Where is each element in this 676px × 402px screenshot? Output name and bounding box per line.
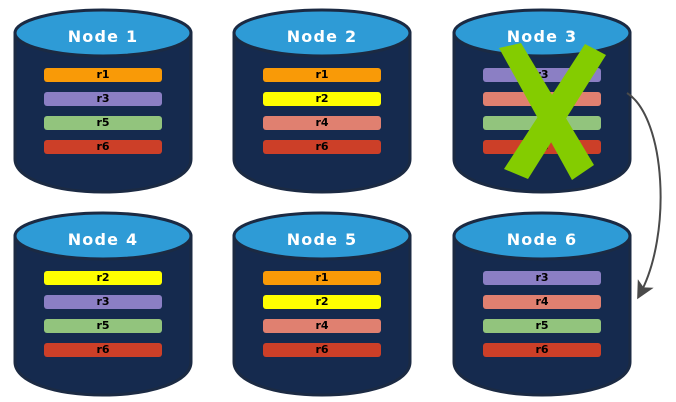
- replica-label: r4: [315, 116, 329, 129]
- cylinder-top-ellipse: [232, 8, 412, 58]
- replica-label: r3: [96, 295, 110, 308]
- replica-label: r4: [535, 92, 549, 105]
- replica-list: r1 r2 r4 r6: [263, 271, 381, 357]
- replica-label: r5: [96, 116, 110, 129]
- replica-label: r5: [535, 116, 549, 129]
- cylinder-top-ellipse: [13, 211, 193, 261]
- replica-label: r6: [315, 343, 329, 356]
- replica-label: r4: [535, 295, 549, 308]
- cylinder-top-ellipse: [13, 8, 193, 58]
- replica-bar-r2[interactable]: r2: [263, 295, 381, 309]
- replica-bar-r5[interactable]: r5: [483, 319, 601, 333]
- cylinder-top-ellipse: [452, 8, 632, 58]
- replica-list: r1 r3 r5 r6: [44, 68, 162, 154]
- replica-label: r6: [96, 140, 110, 153]
- replica-bar-r5[interactable]: r5: [44, 116, 162, 130]
- replica-bar-r6[interactable]: r6: [263, 343, 381, 357]
- replica-bar-r5[interactable]: r5: [44, 319, 162, 333]
- replica-label: r1: [315, 68, 329, 81]
- replica-list: r3 r4 r5 r6: [483, 271, 601, 357]
- replica-bar-r5[interactable]: r5: [483, 116, 601, 130]
- replica-bar-r2[interactable]: r2: [263, 92, 381, 106]
- replica-label: r3: [96, 92, 110, 105]
- replica-label: r6: [535, 140, 549, 153]
- replica-bar-r1[interactable]: r1: [263, 68, 381, 82]
- replica-label: r6: [535, 343, 549, 356]
- cylinder-top-ellipse: [452, 211, 632, 261]
- replica-label: r5: [96, 319, 110, 332]
- replica-label: r1: [96, 68, 110, 81]
- replica-bar-r1[interactable]: r1: [263, 271, 381, 285]
- replica-bar-r6[interactable]: r6: [483, 140, 601, 154]
- replica-list: r2 r3 r5 r6: [44, 271, 162, 357]
- replica-label: r4: [315, 319, 329, 332]
- replica-label: r1: [315, 271, 329, 284]
- replica-bar-r4[interactable]: r4: [483, 295, 601, 309]
- replica-bar-r6[interactable]: r6: [44, 140, 162, 154]
- replica-label: r6: [315, 140, 329, 153]
- replica-label: r3: [535, 271, 549, 284]
- replica-bar-r4[interactable]: r4: [483, 92, 601, 106]
- replica-label: r5: [535, 319, 549, 332]
- replica-label: r2: [96, 271, 110, 284]
- replica-label: r2: [315, 92, 329, 105]
- cylinder-top-ellipse: [232, 211, 412, 261]
- replica-bar-r6[interactable]: r6: [44, 343, 162, 357]
- replica-label: r3: [535, 68, 549, 81]
- replica-bar-r4[interactable]: r4: [263, 319, 381, 333]
- replica-bar-r3[interactable]: r3: [44, 295, 162, 309]
- replica-bar-r6[interactable]: r6: [483, 343, 601, 357]
- replica-bar-r4[interactable]: r4: [263, 116, 381, 130]
- replica-label: r2: [315, 295, 329, 308]
- replica-bar-r3[interactable]: r3: [483, 68, 601, 82]
- replica-label: r6: [96, 343, 110, 356]
- replica-bar-r3[interactable]: r3: [44, 92, 162, 106]
- replica-bar-r2[interactable]: r2: [44, 271, 162, 285]
- replica-bar-r1[interactable]: r1: [44, 68, 162, 82]
- replica-bar-r6[interactable]: r6: [263, 140, 381, 154]
- replica-list: r3 r4 r5 r6: [483, 68, 601, 154]
- replica-bar-r3[interactable]: r3: [483, 271, 601, 285]
- replica-list: r1 r2 r4 r6: [263, 68, 381, 154]
